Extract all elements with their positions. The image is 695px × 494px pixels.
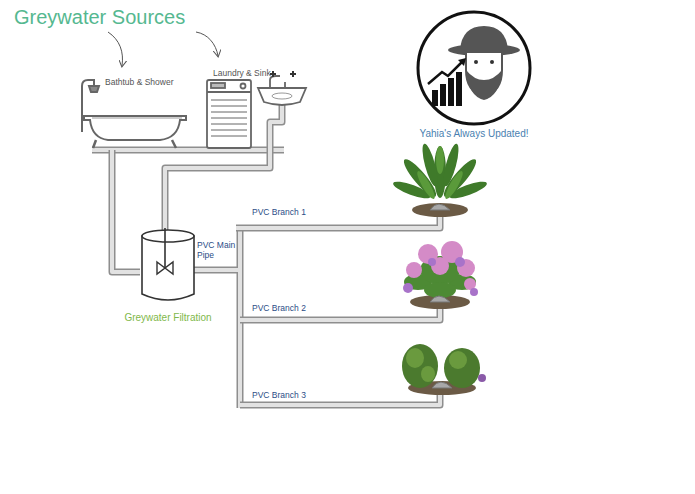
branch-label: PVC Branch 2 [252,303,306,313]
logo-caption: Yahia's Always Updated! [384,128,564,139]
tank-outline [140,228,196,302]
logo-outline [416,10,532,126]
diagram-title: Greywater Sources [14,6,185,29]
washing-machine [207,80,251,148]
shrub-plant [402,344,486,395]
pipe-connector [165,150,270,230]
fern-plant [391,142,488,217]
hydrangea-plant [403,241,478,309]
sink-drain [270,104,282,150]
source-label: Laundry & Sink [213,68,271,78]
filter-label: Greywater Filtration [108,312,228,323]
source-label: Bathtub & Shower [105,77,174,87]
branch-label: PVC Branch 3 [252,390,306,400]
branch-pipe [240,304,440,320]
floor-pipe [92,150,284,151]
logo-circle: Yahia's Always Updated! [416,10,532,126]
pipe-connector [112,150,140,272]
filter-tank: Greywater Filtration [140,228,196,302]
branch-label: PVC Branch 1 [252,207,306,217]
bathtub [84,116,186,148]
branch-pipe [240,390,440,405]
pointer-arrow [196,32,218,56]
bathtub-node: Bathtub & Shower [78,76,190,150]
pointer-arrow [108,32,122,66]
laundry-node: Laundry & Sink [205,62,310,150]
pipe-label: PVC Main Pipe [197,240,237,260]
